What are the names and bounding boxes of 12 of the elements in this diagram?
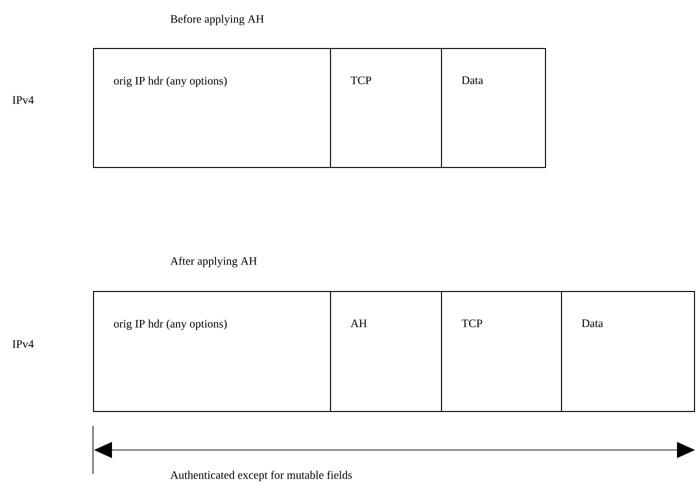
label: Before applying AH <box>170 14 264 26</box>
label: Authenticated except for mutable fields <box>170 470 352 482</box>
packet-field: Data <box>561 291 695 412</box>
packet-field: orig IP hdr (any options) <box>93 291 331 412</box>
label: IPv4 <box>12 96 34 104</box>
packet-field: Data <box>441 48 546 168</box>
label: After applying AH <box>170 256 257 268</box>
packet-field: TCP <box>330 48 442 168</box>
packet-field: TCP <box>441 291 562 412</box>
label: IPv4 <box>12 340 34 348</box>
packet-field: orig IP hdr (any options) <box>93 48 331 168</box>
packet-field: AH <box>330 291 442 412</box>
